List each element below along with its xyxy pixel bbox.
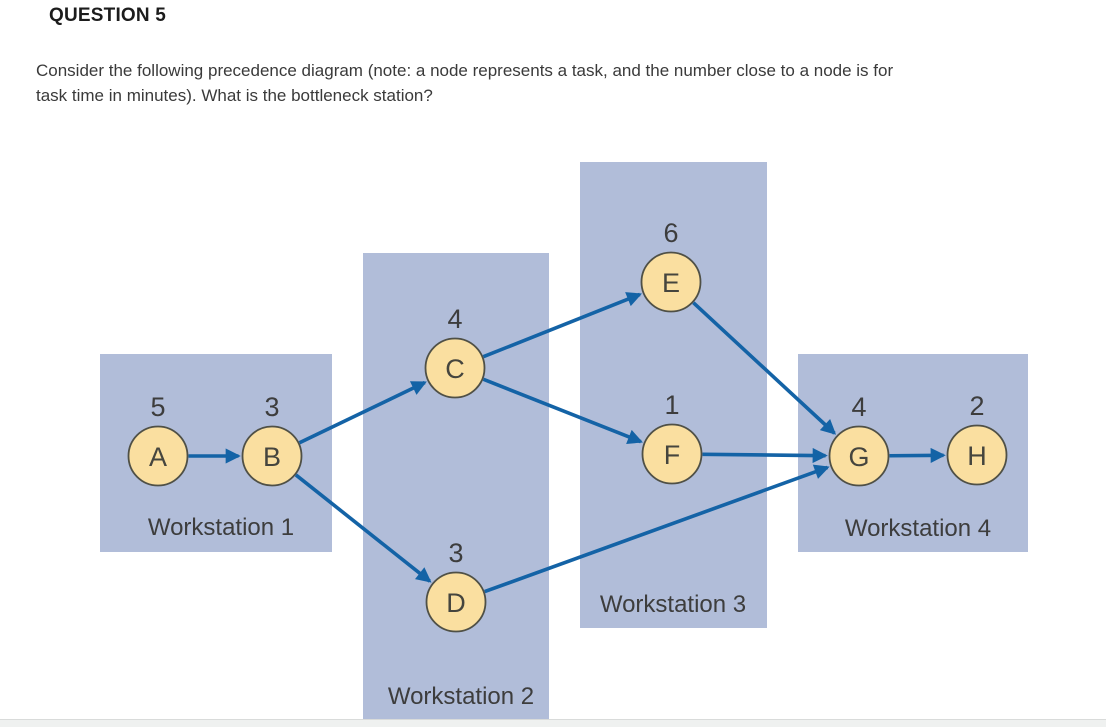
horizontal-scrollbar-track[interactable] xyxy=(0,719,1106,727)
task-node-label-B: B xyxy=(263,442,281,472)
edge-arrow-C-to-E xyxy=(482,292,642,359)
task-time-label-D: 3 xyxy=(448,538,463,568)
task-node-B xyxy=(241,425,303,487)
task-time-label-E: 6 xyxy=(663,218,678,248)
task-node-label-H: H xyxy=(967,441,987,471)
task-node-D xyxy=(425,571,487,633)
workstation-label-ws2: Workstation 2 xyxy=(388,683,534,710)
task-node-G xyxy=(828,425,890,487)
task-node-label-A: A xyxy=(149,442,167,472)
workstation-box-ws3 xyxy=(580,162,767,628)
question-text: Consider the following precedence diagra… xyxy=(36,58,1096,108)
task-node-label-C: C xyxy=(445,354,465,384)
question-heading: QUESTION 5 xyxy=(49,5,167,26)
task-node-label-F: F xyxy=(664,440,681,470)
task-time-label-G: 4 xyxy=(851,392,866,422)
edge-arrow-C-to-F xyxy=(482,377,643,444)
task-time-label-A: 5 xyxy=(150,392,165,422)
edge-arrow-F-to-G xyxy=(702,447,828,464)
workstation-label-ws3: Workstation 3 xyxy=(600,591,746,618)
task-node-F xyxy=(641,423,703,485)
workstation-box-ws2 xyxy=(363,253,549,720)
task-node-label-E: E xyxy=(662,268,680,298)
edge-arrow-B-to-D xyxy=(294,473,432,583)
task-time-label-B: 3 xyxy=(264,392,279,422)
task-node-label-G: G xyxy=(848,442,869,472)
workstation-label-ws4: Workstation 4 xyxy=(845,515,991,542)
edge-arrow-B-to-C xyxy=(298,380,427,445)
edge-arrow-D-to-G xyxy=(484,464,830,594)
task-node-E xyxy=(640,251,702,313)
question-text-line-2: task time in minutes). What is the bottl… xyxy=(36,86,433,105)
workstation-label-ws1: Workstation 1 xyxy=(148,514,294,541)
task-time-label-H: 2 xyxy=(969,391,984,421)
task-node-label-D: D xyxy=(446,588,466,618)
task-node-C xyxy=(424,337,486,399)
edge-arrow-E-to-G xyxy=(692,301,837,435)
task-node-H xyxy=(946,424,1008,486)
task-node-A xyxy=(127,425,189,487)
task-time-label-C: 4 xyxy=(447,304,462,334)
task-time-label-F: 1 xyxy=(664,390,679,420)
question-text-line-1: Consider the following precedence diagra… xyxy=(36,61,894,80)
